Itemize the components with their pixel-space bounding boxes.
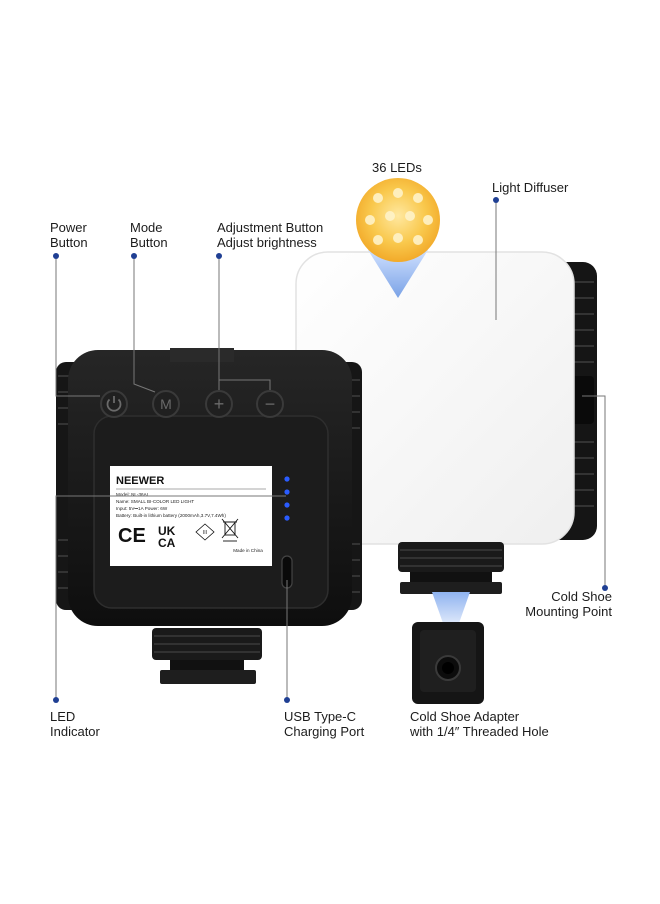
adjustment-button-label: Adjustment Button Adjust brightness [217,220,324,250]
ukca-mark-bottom: CA [158,536,176,550]
back-cold-shoe-plate [160,670,256,684]
brightness-up-button[interactable] [205,390,233,418]
power-icon [106,396,122,412]
led-dots [365,188,433,245]
class-mark: III [203,530,207,536]
front-cold-shoe-base [398,542,504,572]
made-in-text: Made in China [233,548,263,553]
led-beam [368,250,428,298]
top-cold-shoe [170,348,234,362]
callout-lines [55,200,606,700]
adapter-beam [432,592,470,626]
ce-mark: CE [118,525,146,547]
led-indicator-label: LED Indicator [50,709,100,739]
mode-glyph: M [160,396,172,412]
front-cold-shoe-plate [400,582,502,594]
brightness-down-button[interactable] [256,390,284,418]
back-cold-shoe-neck [170,660,244,670]
usb-port-label: USB Type-C Charging Port [284,709,365,739]
label-input: Input: 5V⎓1A Power: 6W [116,506,168,511]
minus-glyph: − [265,394,276,414]
weee-bin-icon [221,518,239,542]
ukca-mark-top: UK [158,524,176,538]
cold-shoe-adapter-label: Cold Shoe Adapter with 1/4″ Threaded Hol… [410,709,549,739]
leds-label: 36 LEDs [372,160,422,175]
power-button-label: Power Button [50,220,88,250]
class-mark-diamond [195,523,215,541]
label-battery: Battery: Built-in lithium battery (2000m… [116,513,226,518]
power-button[interactable] [100,390,128,418]
brand-text: NEEWER [116,475,164,487]
back-light-unit: M + − NEEWER Model: NL-36AI Name: SMALL … [56,348,362,684]
light-diffuser-label: Light Diffuser [492,180,569,195]
mode-button-label: Mode Button [130,220,168,250]
cold-shoe-mounting-label: Cold Shoe Mounting Point [525,589,612,619]
label-model: Model: NL-36AI [116,492,148,497]
callout-dots [53,197,608,703]
plus-glyph: + [214,394,225,414]
front-side-slot [572,376,594,424]
mode-button[interactable] [152,390,180,418]
front-light-unit [295,251,597,594]
label-name: Name: SMALL BI-COLOR LED LIGHT [116,499,194,504]
led-indicator-dots [284,476,290,521]
product-label [110,466,272,566]
cold-shoe-adapter [412,622,484,704]
front-cold-shoe-neck [410,572,492,582]
